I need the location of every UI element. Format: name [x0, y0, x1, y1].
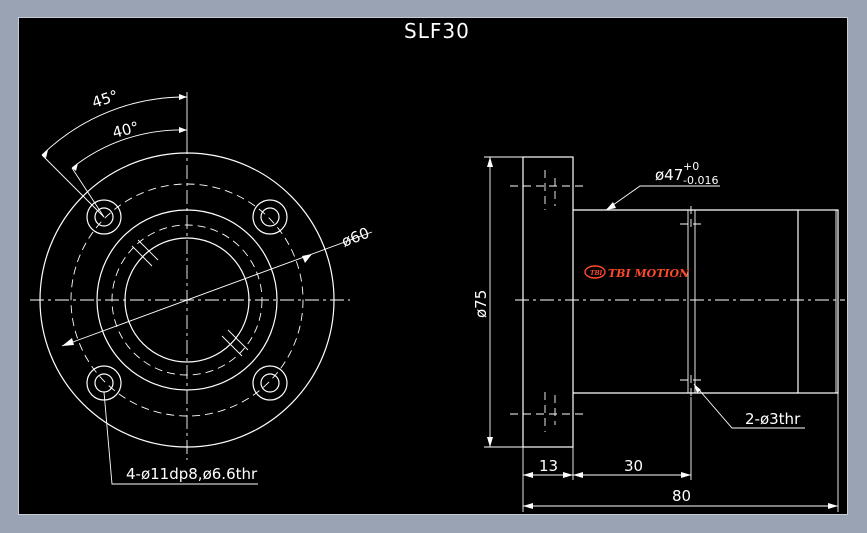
tbi-logo: TBI TBI MOTION: [584, 265, 690, 280]
body-diameter-lower-tol: -0.016: [683, 174, 718, 187]
thread-holes-label: 2-ø3thr: [745, 410, 801, 428]
body-diameter-upper-tol: +0: [683, 160, 699, 173]
bolt-hole-top-right: [252, 199, 288, 235]
holes-leader: [103, 391, 258, 485]
angle-arc-40: [71, 129, 188, 169]
angle-label-40: 40°: [111, 118, 141, 142]
drawing-title: SLF30: [404, 19, 470, 43]
angle-label-45: 45°: [90, 86, 121, 111]
side-view: TBI TBI MOTION ø75 ø47 +0 -0.016 2-ø3thr…: [472, 156, 845, 512]
holes-label: 4-ø11dp8,ø6.6thr: [126, 465, 258, 483]
dim-label-30: 30: [624, 457, 643, 475]
angle-arrow-45: [179, 94, 187, 100]
dim-label-13: 13: [539, 457, 558, 475]
angle-leader-45: [41, 154, 105, 218]
end-cap: [797, 209, 839, 394]
front-view: 45° 40° ø60 4-ø11dp8,ø6.6thr: [30, 86, 373, 485]
body-diameter-label: ø47: [655, 166, 683, 184]
body-diameter-leader: [605, 185, 720, 211]
flange-diameter-label: ø75: [472, 290, 490, 318]
drawing-canvas: [18, 17, 848, 515]
flange-hidden-lines: [510, 170, 585, 432]
angle-arrow-40: [179, 127, 187, 133]
body-hidden-holes: [680, 206, 702, 397]
bolt-hole-top-left: [86, 199, 122, 235]
dim-label-80: 80: [672, 487, 691, 505]
svg-text:TBI: TBI: [590, 270, 603, 277]
flange-side: [522, 156, 574, 448]
thread-hole-markers: [131, 239, 249, 357]
diameter-leader-60: [61, 231, 373, 347]
bolt-hole-bottom-right: [252, 365, 288, 401]
angle-arc-45: [41, 96, 188, 156]
brand-text: TBI MOTION: [608, 267, 690, 280]
diameter-label-60: ø60: [339, 224, 372, 251]
angle-leader-40: [71, 167, 105, 218]
thread-holes-leader: [693, 383, 805, 429]
